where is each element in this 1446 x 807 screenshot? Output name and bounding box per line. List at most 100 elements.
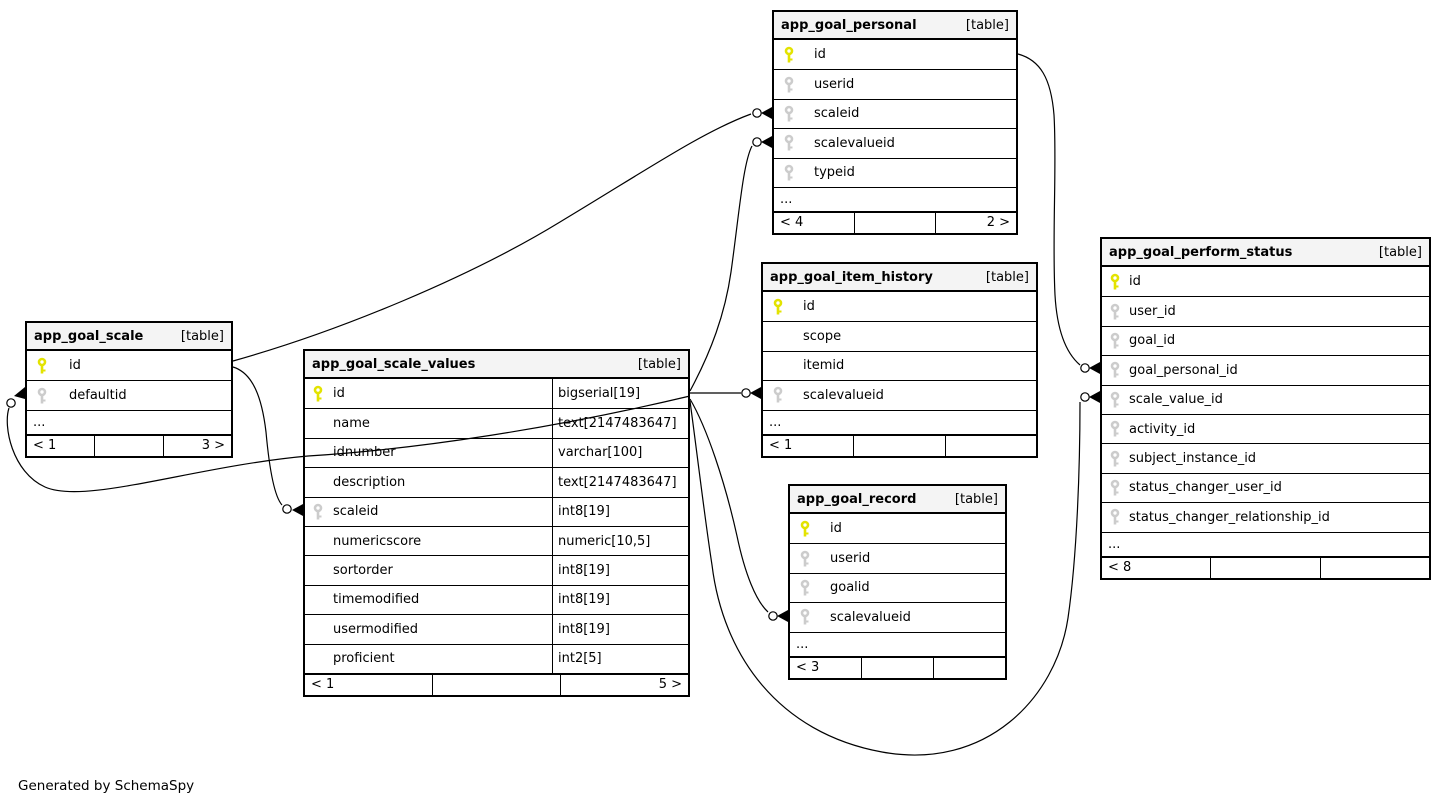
key-icon-slot <box>1102 303 1129 321</box>
primary-key-icon <box>37 357 47 374</box>
footer-cell: < 3 <box>796 660 820 676</box>
foreign-key-icon <box>1110 332 1120 349</box>
table-title: app_goal_personal <box>781 17 917 33</box>
table-type-badge: [table] <box>954 491 998 507</box>
column-name-cell: scope <box>763 322 1036 350</box>
column-name-cell: user_id <box>1102 297 1429 325</box>
foreign-key-icon <box>37 387 47 404</box>
footer-cell <box>1210 557 1319 578</box>
column-name-cell: id <box>774 40 1016 69</box>
column-row-scope: scope <box>763 321 1036 351</box>
column-name: id <box>69 358 81 374</box>
column-name-cell: idnumber <box>305 439 552 467</box>
footer-cell: < 8 <box>1108 560 1132 576</box>
column-name-cell: scale_value_id <box>1102 386 1429 414</box>
column-row-status_changer_user_id: status_changer_user_id <box>1102 472 1429 503</box>
footer-cell <box>853 435 944 456</box>
column-row-scaleid: scaleid int8[19] <box>305 496 688 526</box>
foreign-key-icon <box>1110 479 1120 496</box>
foreign-key-icon <box>773 387 783 403</box>
column-name-cell: scaleid <box>774 100 1016 128</box>
table-header: app_goal_scale_values[table] <box>305 351 688 379</box>
key-icon-slot <box>1102 361 1129 379</box>
column-type: varchar[100] <box>552 438 688 468</box>
column-row-id: id <box>790 514 1005 544</box>
column-name-cell: userid <box>774 70 1016 98</box>
column-name: id <box>1129 274 1141 290</box>
foreign-key-icon <box>1110 303 1120 320</box>
table-header: app_goal_personal[table] <box>774 12 1016 40</box>
column-type: int8[19] <box>552 615 688 644</box>
column-name-cell: defaultid <box>27 381 231 409</box>
column-name: goal_personal_id <box>1129 362 1238 378</box>
key-icon-slot <box>790 550 830 568</box>
column-row-goalid: goalid <box>790 572 1005 603</box>
key-icon-slot <box>305 503 333 521</box>
table-header: app_goal_record [table] <box>790 486 1005 514</box>
column-name-cell: activity_id <box>1102 415 1429 443</box>
key-icon-slot <box>790 520 830 538</box>
column-type: int8[19] <box>552 585 688 615</box>
table-title: app_goal_perform_status <box>1109 244 1293 260</box>
column-name-cell: usermodified <box>305 615 552 643</box>
column-type: int2[5] <box>552 644 688 673</box>
footer-cell <box>1319 557 1429 578</box>
column-name-cell: timemodified <box>305 586 552 614</box>
key-icon-slot <box>790 608 830 626</box>
column-name-cell: id <box>1102 267 1429 296</box>
foreign-key-icon <box>800 550 810 567</box>
column-type: text[2147483647] <box>552 409 688 438</box>
column-name: scale_value_id <box>1129 392 1223 408</box>
foreign-key-icon <box>784 164 794 181</box>
column-type: int8[19] <box>552 497 688 526</box>
key-icon-slot <box>1102 479 1129 497</box>
table-title: app_goal_record <box>797 491 917 507</box>
key-icon-slot <box>774 105 814 123</box>
foreign-key-icon <box>800 609 810 625</box>
key-icon-slot <box>1102 391 1129 409</box>
footer-cell: < 1 <box>311 677 335 693</box>
footer-cell: < 1 <box>33 438 57 454</box>
key-icon-slot <box>774 134 814 152</box>
column-row-goal_personal_id: goal_personal_id <box>1102 355 1429 385</box>
column-name: status_changer_relationship_id <box>1129 509 1330 525</box>
column-name-cell: id <box>790 514 1005 543</box>
column-row-id: id <box>1102 267 1429 297</box>
column-row-user_id: user_id <box>1102 296 1429 326</box>
column-name-cell: scalevalueid <box>790 603 1005 631</box>
table-header: app_goal_scale[table] <box>27 323 231 351</box>
column-name-cell: name <box>305 409 552 437</box>
column-name: description <box>333 474 406 490</box>
column-type: numeric[10,5] <box>552 526 688 556</box>
generated-by-note: Generated by SchemaSpy <box>18 778 195 794</box>
column-name: goalid <box>830 580 870 596</box>
column-name: scaleid <box>333 504 379 520</box>
column-row-activity_id: activity_id <box>1102 413 1429 444</box>
column-name-cell: goal_id <box>1102 327 1429 355</box>
table-title: app_goal_item_history <box>770 269 933 285</box>
key-icon-slot <box>774 46 814 64</box>
footer-cell <box>432 674 560 695</box>
column-name-cell: id <box>763 292 1036 321</box>
key-icon-slot <box>27 387 69 405</box>
column-name: id <box>830 521 842 537</box>
column-row-id: id <box>774 40 1016 70</box>
key-icon-slot <box>790 579 830 597</box>
column-row-status_changer_relationship_id: status_changer_relationship_id <box>1102 502 1429 532</box>
key-icon-slot <box>1102 332 1129 350</box>
footer-cell: 5 > <box>560 674 688 695</box>
column-name-cell: scalevalueid <box>763 381 1036 409</box>
